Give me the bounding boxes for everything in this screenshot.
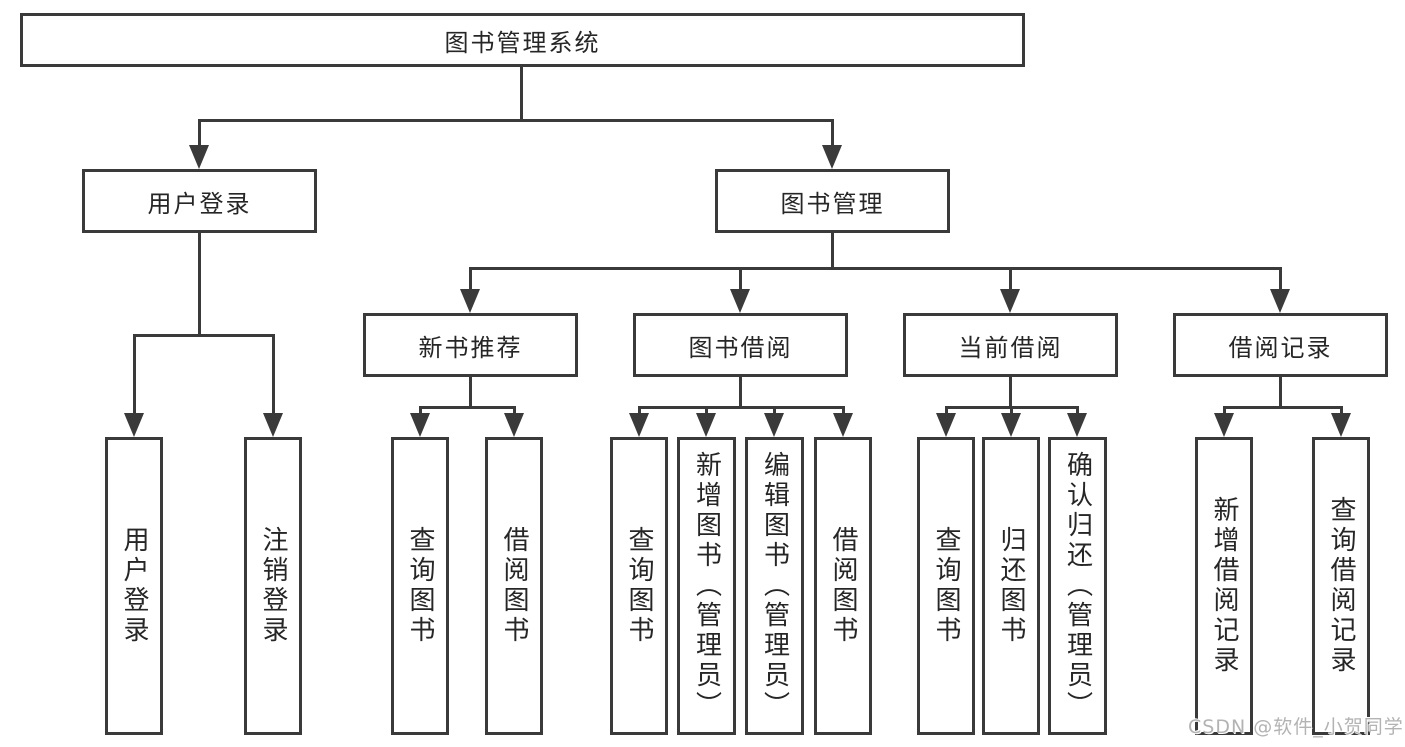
leaf-return-books: 归还图书 <box>982 437 1040 735</box>
arrowhead-return-books <box>1001 413 1021 437</box>
connector-new-book-stem <box>469 377 472 408</box>
arrowhead-edit-books <box>764 413 784 437</box>
leaf-return-books-label: 归还图书 <box>996 526 1026 646</box>
arrowhead-add-record <box>1214 413 1234 437</box>
connector-current-borrowing-stem <box>1009 377 1012 408</box>
connector-book-borrowing-stem <box>739 377 742 408</box>
node-borrowing-records: 借阅记录 <box>1173 313 1388 377</box>
csdn-watermark: CSDN @软件_小贺同学 <box>1188 716 1404 738</box>
arrowhead-borrow-1 <box>504 413 524 437</box>
connector-user-login-stem <box>198 233 201 336</box>
connector-drop-book-management <box>831 120 834 148</box>
leaf-user-login-label: 用户登录 <box>119 526 149 646</box>
node-user-login: 用户登录 <box>82 169 317 233</box>
leaf-confirm-return-admin-label: 确认归还（管理员） <box>1062 451 1093 721</box>
leaf-query-borrow-record-label: 查询借阅记录 <box>1326 496 1356 676</box>
connector-current-borrowing-bar <box>945 406 1079 409</box>
node-current-borrowing: 当前借阅 <box>903 313 1118 377</box>
node-new-book-recommendation: 新书推荐 <box>363 313 578 377</box>
connector-book-management-bar <box>469 267 1282 270</box>
connector-drop-current-borrowing <box>1009 269 1012 293</box>
node-book-borrowing: 图书借阅 <box>633 313 848 377</box>
leaf-query-borrow-record: 查询借阅记录 <box>1312 437 1370 735</box>
root-node-library-management-system: 图书管理系统 <box>20 13 1025 67</box>
arrowhead-query-2 <box>629 413 649 437</box>
arrowhead-borrow-2 <box>833 413 853 437</box>
arrowhead-query-1 <box>410 413 430 437</box>
connector-root-stem <box>520 67 523 120</box>
arrowhead-query-record <box>1331 413 1351 437</box>
leaf-logout: 注销登录 <box>244 437 302 735</box>
leaf-add-books-admin: 新增图书（管理员） <box>677 437 736 735</box>
leaf-add-borrow-record: 新增借阅记录 <box>1195 437 1253 735</box>
leaf-add-books-admin-label: 新增图书（管理员） <box>691 451 722 721</box>
arrowhead-confirm-return <box>1067 413 1087 437</box>
arrowhead-leaf-logout <box>263 413 283 437</box>
leaf-borrow-books-1: 借阅图书 <box>485 437 543 735</box>
arrowhead-query-3 <box>936 413 956 437</box>
connector-drop-new-book <box>469 269 472 293</box>
connector-drop-user-login <box>198 120 201 148</box>
connector-drop-leaf-user-login <box>133 336 136 418</box>
arrowhead-book-management <box>822 145 842 169</box>
connector-root-bar <box>198 119 834 122</box>
leaf-query-books-1: 查询图书 <box>391 437 449 735</box>
connector-book-management-stem <box>831 233 834 269</box>
leaf-logout-label: 注销登录 <box>258 526 288 646</box>
leaf-query-books-1-label: 查询图书 <box>405 526 435 646</box>
arrowhead-new-book <box>460 289 480 313</box>
arrowhead-leaf-user-login <box>124 413 144 437</box>
leaf-user-login: 用户登录 <box>105 437 163 735</box>
arrowhead-borrowing-records <box>1270 289 1290 313</box>
leaf-borrow-books-1-label: 借阅图书 <box>499 526 529 646</box>
connector-new-book-bar <box>419 406 516 409</box>
arrowhead-book-borrowing <box>730 289 750 313</box>
leaf-add-borrow-record-label: 新增借阅记录 <box>1209 496 1239 676</box>
node-book-management: 图书管理 <box>715 169 950 233</box>
leaf-query-books-3-label: 查询图书 <box>931 526 961 646</box>
leaf-query-books-2: 查询图书 <box>610 437 668 735</box>
leaf-confirm-return-admin: 确认归还（管理员） <box>1048 437 1107 735</box>
leaf-edit-books-admin: 编辑图书（管理员） <box>745 437 804 735</box>
connector-drop-leaf-logout <box>272 336 275 418</box>
connector-borrowing-records-bar <box>1223 406 1343 409</box>
arrowhead-add-books <box>696 413 716 437</box>
leaf-borrow-books-2-label: 借阅图书 <box>828 526 858 646</box>
connector-book-borrowing-bar <box>638 406 845 409</box>
connector-drop-book-borrowing <box>739 269 742 293</box>
leaf-query-books-3: 查询图书 <box>917 437 975 735</box>
leaf-edit-books-admin-label: 编辑图书（管理员） <box>759 451 790 721</box>
connector-drop-borrowing-records <box>1279 269 1282 293</box>
connector-user-login-bar <box>133 334 275 337</box>
leaf-borrow-books-2: 借阅图书 <box>814 437 872 735</box>
arrowhead-user-login <box>189 145 209 169</box>
arrowhead-current-borrowing <box>1000 289 1020 313</box>
leaf-query-books-2-label: 查询图书 <box>624 526 654 646</box>
connector-borrowing-records-stem <box>1279 377 1282 408</box>
